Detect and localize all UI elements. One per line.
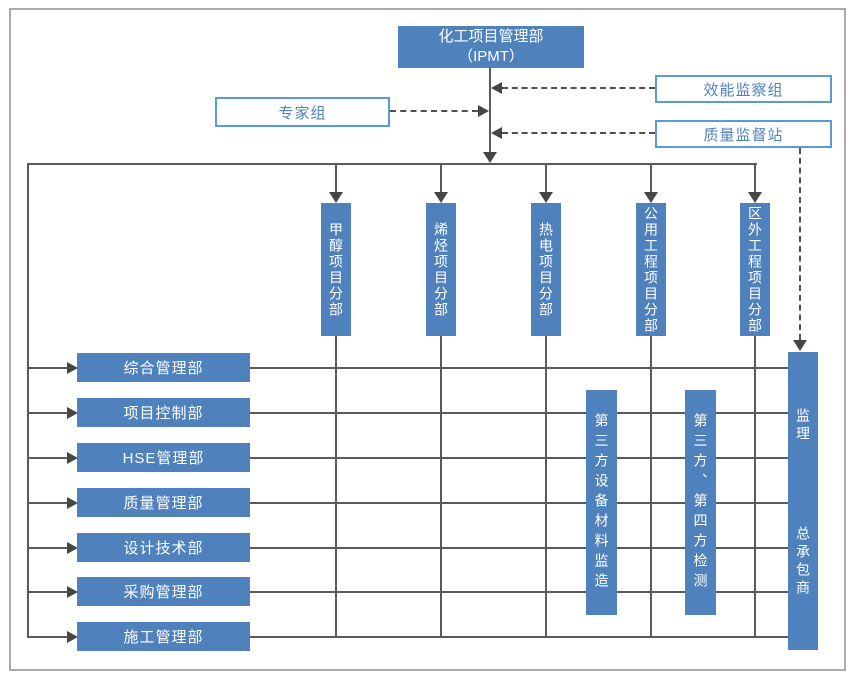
- department-node-project-control: 项目控制部: [77, 398, 250, 427]
- connector-left-spine: [27, 163, 29, 638]
- expert-group-node: 专家组: [215, 97, 390, 127]
- quality-supervision-node: 质量监督站: [655, 120, 832, 148]
- connector-drop-division-5: [754, 164, 756, 194]
- contractor-node: 监理 总承包商: [788, 352, 818, 650]
- arrowhead-dept-7: [67, 631, 78, 643]
- connector-dept-row-2: [250, 412, 788, 414]
- connector-dept-row-1: [250, 367, 788, 369]
- department-label-general-management: 综合管理部: [123, 360, 204, 377]
- arrowhead-quality-to-contractor-down: [793, 340, 807, 351]
- connector-quality-dashed: [502, 132, 655, 134]
- department-node-general-management: 综合管理部: [77, 353, 250, 382]
- arrowhead-dept-6: [67, 586, 78, 598]
- arrowhead-expert-right: [478, 105, 489, 117]
- division-node-outside-area-works: 区外工程项目分部: [740, 203, 770, 336]
- department-node-construction: 施工管理部: [77, 622, 250, 651]
- connector-dept-stub-5: [29, 547, 68, 549]
- connector-dept-stub-6: [29, 591, 68, 593]
- connector-dept-row-6: [250, 591, 788, 593]
- department-label-design-technology: 设计技术部: [123, 540, 204, 557]
- connector-expert-dashed: [390, 110, 478, 112]
- arrowhead-dept-5: [67, 542, 78, 554]
- diagram-border: [9, 8, 846, 671]
- department-node-design-technology: 设计技术部: [77, 533, 250, 562]
- department-label-procurement: 采购管理部: [123, 584, 204, 601]
- department-label-project-control: 项目控制部: [123, 405, 204, 422]
- division-node-olefin: 烯烃项目分部: [426, 203, 456, 336]
- efficiency-supervision-node: 效能监察组: [655, 75, 832, 103]
- division-node-methanol: 甲醇项目分部: [321, 203, 351, 336]
- connector-drop-division-2: [440, 164, 442, 194]
- department-node-quality: 质量管理部: [77, 488, 250, 517]
- connector-dept-row-7: [250, 636, 788, 638]
- third-party-label-equipment-material-supervision: 第三方设备材料监造: [593, 412, 610, 593]
- arrowhead-division-5: [748, 192, 762, 203]
- department-node-procurement: 采购管理部: [77, 577, 250, 606]
- arrowhead-efficiency-left: [491, 82, 502, 94]
- connector-main-bar: [27, 163, 757, 165]
- connector-dept-row-4: [250, 502, 788, 504]
- division-node-utility-works: 公用工程项目分部: [636, 203, 666, 336]
- division-label-outside-area-works: 区外工程项目分部: [747, 205, 763, 334]
- connector-dept-row-3: [250, 457, 788, 459]
- connector-dept-stub-7: [29, 636, 68, 638]
- arrowhead-division-3: [539, 192, 553, 203]
- department-label-quality: 质量管理部: [123, 495, 204, 512]
- connector-tail-division-3: [545, 336, 547, 638]
- contractor-label-general-contractor: 总承包商: [795, 526, 811, 598]
- third-party-node-equipment-material-supervision: 第三方设备材料监造: [586, 390, 617, 615]
- connector-dept-stub-4: [29, 502, 68, 504]
- department-label-hse: HSE管理部: [122, 450, 205, 467]
- connector-dept-stub-2: [29, 412, 68, 414]
- connector-tail-division-4: [650, 336, 652, 638]
- connector-quality-to-contractor-dashed: [799, 148, 801, 340]
- efficiency-supervision-label: 效能监察组: [703, 81, 784, 99]
- division-label-olefin: 烯烃项目分部: [433, 221, 449, 318]
- root-node-label-line2: （IPMT）: [458, 48, 524, 65]
- connector-dept-row-5: [250, 547, 788, 549]
- connector-drop-division-1: [335, 164, 337, 194]
- connector-dept-stub-3: [29, 457, 68, 459]
- connector-tail-division-5: [754, 336, 756, 638]
- division-label-thermal-power: 热电项目分部: [538, 221, 554, 318]
- root-node-ipmt: 化工项目管理部 （IPMT）: [398, 26, 584, 68]
- connector-efficiency-dashed: [502, 87, 655, 89]
- arrowhead-dept-2: [67, 407, 78, 419]
- department-label-construction: 施工管理部: [123, 629, 204, 646]
- division-label-utility-works: 公用工程项目分部: [643, 205, 659, 334]
- arrowhead-dept-1: [67, 362, 78, 374]
- arrowhead-dept-3: [67, 452, 78, 464]
- contractor-label-supervision: 监理: [795, 408, 811, 444]
- connector-drop-division-4: [650, 164, 652, 194]
- quality-supervision-label: 质量监督站: [703, 126, 784, 144]
- connector-drop-division-3: [545, 164, 547, 194]
- arrowhead-division-1: [329, 192, 343, 203]
- connector-tail-division-1: [335, 336, 337, 638]
- third-party-label-inspection: 第三方、第四方检测: [692, 412, 709, 593]
- arrowhead-quality-left: [491, 127, 502, 139]
- expert-group-label: 专家组: [278, 104, 327, 122]
- arrowhead-division-4: [644, 192, 658, 203]
- division-node-thermal-power: 热电项目分部: [531, 203, 561, 336]
- root-node-label-line1: 化工项目管理部: [438, 28, 544, 45]
- arrowhead-dept-4: [67, 497, 78, 509]
- division-label-methanol: 甲醇项目分部: [328, 221, 344, 318]
- connector-tail-division-2: [440, 336, 442, 638]
- arrowhead-root-spine-down: [483, 152, 497, 163]
- connector-root-spine: [489, 68, 491, 156]
- connector-dept-stub-1: [29, 367, 68, 369]
- department-node-hse: HSE管理部: [77, 443, 250, 472]
- third-party-node-inspection: 第三方、第四方检测: [685, 390, 716, 615]
- arrowhead-division-2: [434, 192, 448, 203]
